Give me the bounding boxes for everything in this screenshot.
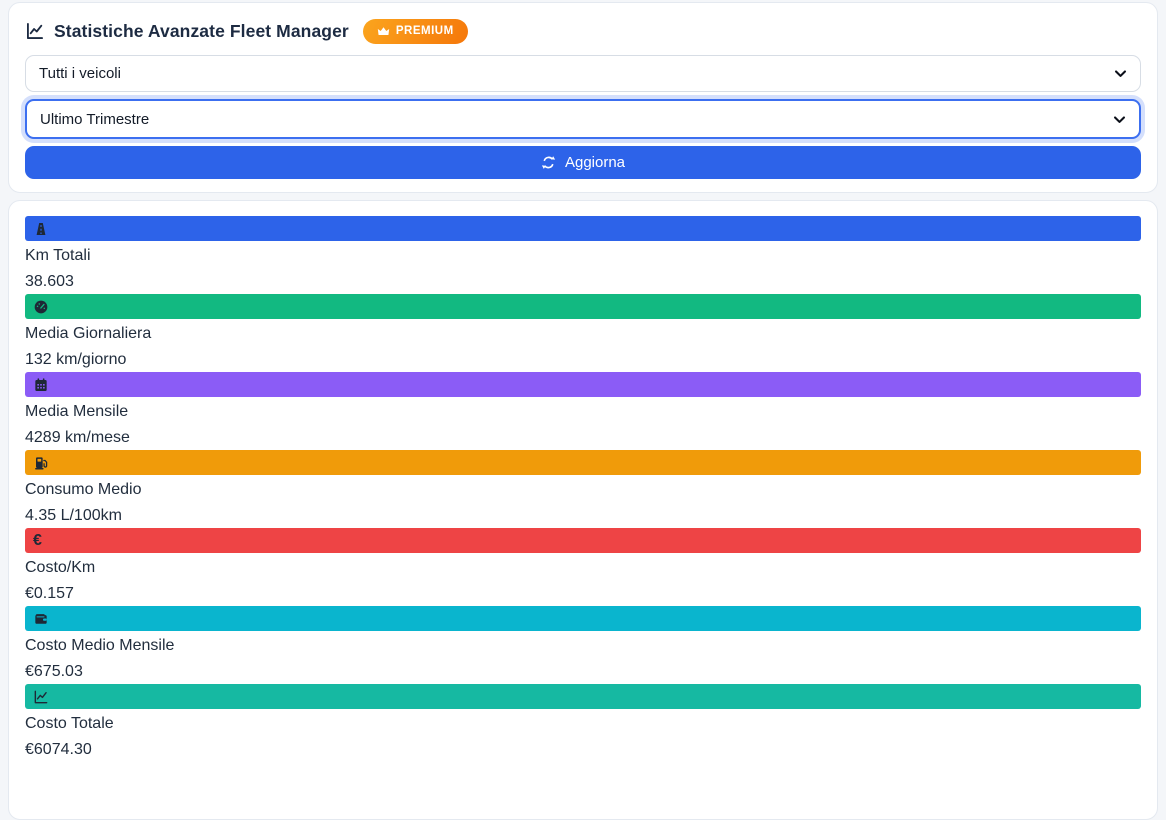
period-select[interactable]: Ultimo Trimestre: [25, 99, 1141, 139]
stat-km-totali: Km Totali 38.603: [25, 216, 1141, 291]
stat-bar: [25, 372, 1141, 397]
stat-bar: [25, 684, 1141, 709]
stat-label: Costo Medio Mensile: [25, 637, 175, 654]
stat-bar: €: [25, 528, 1141, 553]
stat-value: €675.03: [25, 663, 83, 680]
page-title: Statistiche Avanzate Fleet Manager: [54, 20, 349, 41]
chart-line-icon: [34, 690, 48, 703]
calendar-icon: [35, 377, 47, 391]
refresh-icon: [541, 156, 556, 169]
filters-card: Statistiche Avanzate Fleet Manager PREMI…: [8, 2, 1158, 193]
stat-value: €0.157: [25, 585, 74, 602]
tachometer-icon: [34, 300, 48, 313]
vehicle-select[interactable]: Tutti i veicoli: [25, 55, 1141, 92]
euro-icon: €: [33, 531, 42, 549]
stat-value: €6074.30: [25, 741, 92, 758]
stat-costo-medio-mensile: Costo Medio Mensile €675.03: [25, 606, 1141, 681]
stat-media-mensile: Media Mensile 4289 km/mese: [25, 372, 1141, 447]
stat-bar: [25, 216, 1141, 241]
chevron-down-icon: [1113, 113, 1126, 126]
wallet-icon: [35, 613, 47, 624]
stat-label: Media Mensile: [25, 403, 129, 420]
stat-bar: [25, 450, 1141, 475]
stat-label: Media Giornaliera: [25, 325, 152, 342]
stats-card: Km Totali 38.603 Media Giornaliera 132 k…: [8, 200, 1158, 820]
chart-line-icon: [25, 21, 45, 41]
stat-label: Consumo Medio: [25, 481, 142, 498]
stat-value: 132 km/giorno: [25, 351, 127, 368]
header: Statistiche Avanzate Fleet Manager PREMI…: [25, 17, 1141, 45]
road-icon: [36, 222, 46, 235]
premium-badge-label: PREMIUM: [395, 25, 454, 37]
stat-label: Costo/Km: [25, 559, 96, 576]
stat-bar: [25, 294, 1141, 319]
refresh-button[interactable]: Aggiorna: [25, 146, 1141, 179]
stat-costo-km: € Costo/Km €0.157: [25, 528, 1141, 603]
crown-icon: [377, 26, 390, 35]
premium-badge: PREMIUM: [362, 18, 468, 44]
stat-bar: [25, 606, 1141, 631]
stat-consumo-medio: Consumo Medio 4.35 L/100km: [25, 450, 1141, 525]
gas-pump-icon: [35, 456, 48, 470]
refresh-button-label: Aggiorna: [564, 154, 626, 171]
period-select-value: Ultimo Trimestre: [40, 110, 150, 128]
stat-value: 4289 km/mese: [25, 429, 130, 446]
stat-value: 4.35 L/100km: [25, 507, 122, 524]
vehicle-select-value: Tutti i veicoli: [39, 65, 121, 82]
stat-value: 38.603: [25, 273, 74, 290]
stat-label: Costo Totale: [25, 715, 114, 732]
chevron-down-icon: [1114, 67, 1127, 80]
stat-costo-totale: Costo Totale €6074.30: [25, 684, 1141, 759]
stat-label: Km Totali: [25, 247, 91, 264]
stat-media-giornaliera: Media Giornaliera 132 km/giorno: [25, 294, 1141, 369]
